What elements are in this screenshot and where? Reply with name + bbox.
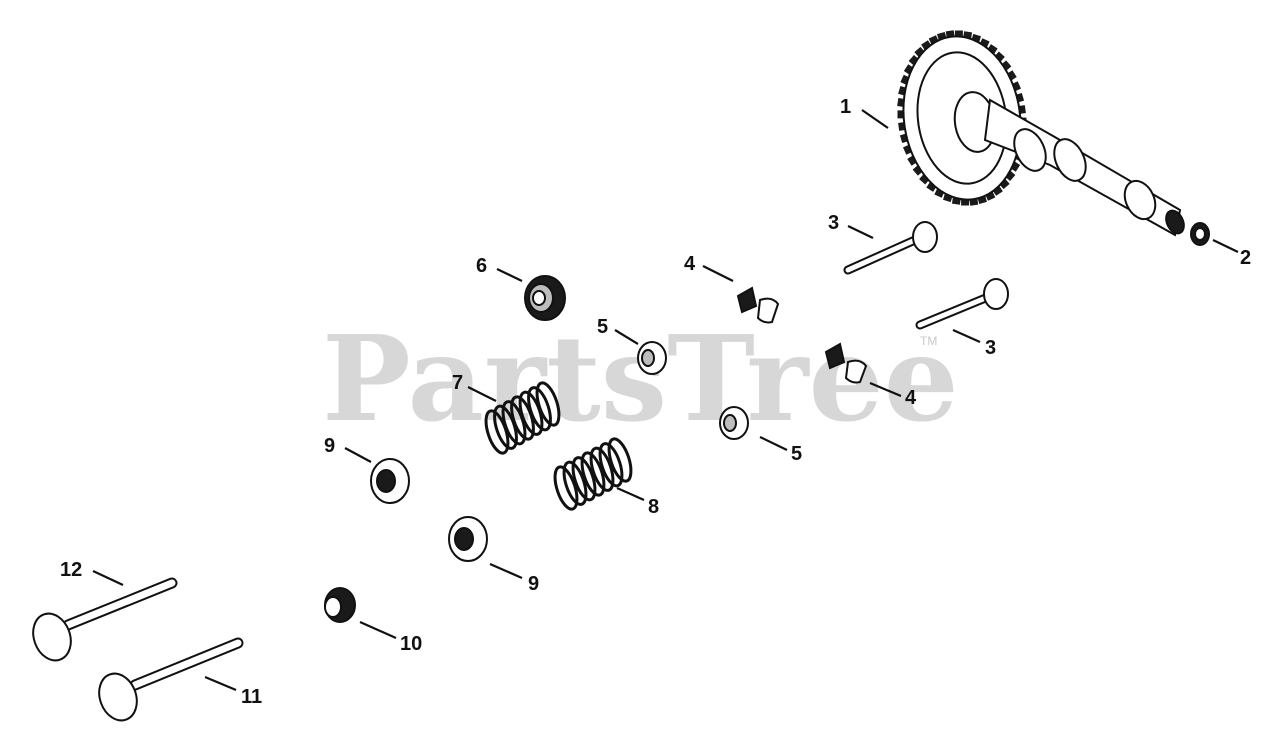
tappet-head (983, 278, 1009, 310)
spring-coil (535, 381, 561, 427)
spring-part-8 (553, 437, 633, 511)
valve-stem (131, 639, 242, 689)
spring-coil (607, 437, 633, 483)
leader-2 (1212, 239, 1239, 253)
tappet-stem (845, 237, 918, 273)
spring-coil (598, 442, 624, 488)
cam-lobe-3 (1123, 179, 1157, 221)
callout-10: 10 (400, 633, 422, 655)
watermark-text: PartsTree (322, 309, 959, 448)
spring-coil (589, 446, 615, 492)
callout-6: 6 (476, 255, 487, 277)
callout-9b: 9 (528, 573, 539, 595)
callout-5b: 5 (791, 443, 802, 465)
leader-8 (616, 486, 645, 502)
camshaft-gear-part (897, 30, 1185, 237)
callout-4a: 4 (684, 253, 696, 275)
seal-hole (532, 290, 546, 306)
leader-12 (92, 570, 124, 586)
washer-inner (376, 469, 396, 493)
cap-inner (324, 596, 342, 618)
keeper-part-4a (736, 286, 780, 324)
valve-part-12 (32, 577, 178, 662)
spring-coils (553, 437, 633, 511)
spring-coil (571, 456, 597, 502)
washer-part-2 (1190, 222, 1210, 246)
tappet-head (912, 221, 938, 253)
seal-part-6 (524, 275, 566, 321)
watermark-trademark: TM (920, 334, 937, 348)
leader-4b (869, 381, 902, 398)
retainer-center (723, 414, 737, 432)
tappet-part-3b (915, 278, 1009, 330)
cam-lobe-1 (1013, 128, 1047, 172)
spring-coil (527, 386, 552, 432)
callout-5a: 5 (597, 316, 608, 338)
keeper-half-right (844, 359, 868, 384)
keeper-half-left (824, 342, 846, 370)
keeper-half-right (756, 297, 780, 324)
callout-7: 7 (452, 372, 463, 394)
spring-coil (553, 465, 579, 511)
valve-head (98, 672, 138, 722)
washer-part-9b (448, 516, 488, 562)
leader-4a (702, 265, 734, 282)
leader-9a (344, 447, 372, 463)
leader-5a (614, 329, 639, 345)
callout-4b: 4 (905, 387, 917, 409)
callout-3a: 3 (828, 212, 839, 234)
keeper-half-left (736, 286, 758, 314)
callout-labels: 1 2 3 3 4 4 5 5 6 7 8 9 9 10 11 12 (60, 96, 1251, 708)
callout-1: 1 (840, 96, 851, 118)
retainer-part-5a (637, 341, 667, 375)
leader-3b (952, 328, 981, 344)
valve-part-11 (98, 637, 244, 722)
washer-inner (454, 527, 474, 551)
spring-coils (484, 381, 561, 455)
leader-5b (759, 436, 788, 451)
washer-hole (1194, 227, 1206, 241)
leader-6 (496, 268, 523, 282)
camshaft-end (1165, 209, 1185, 235)
valve-stem (64, 579, 176, 629)
cap-part-10 (324, 587, 356, 623)
spring-part-7 (484, 381, 561, 455)
spring-coil (562, 460, 588, 506)
tappet-part-3a (843, 221, 938, 275)
callout-3b: 3 (985, 337, 996, 359)
leader-lines (92, 109, 1239, 692)
spring-coil (580, 451, 606, 497)
callout-12: 12 (60, 559, 82, 581)
leader-10 (359, 620, 397, 640)
leader-11 (204, 675, 237, 692)
valve-head (32, 612, 72, 662)
retainer-part-5b (719, 406, 749, 440)
keeper-part-4b (824, 342, 868, 384)
leader-7 (467, 386, 497, 402)
callout-8: 8 (648, 496, 659, 518)
callout-11: 11 (241, 686, 262, 708)
tappet-stem (917, 294, 991, 328)
cam-lobe-2 (1053, 138, 1087, 182)
leader-9b (489, 562, 523, 580)
retainer-center (641, 349, 655, 367)
leader-1 (861, 109, 889, 129)
leader-3a (847, 225, 874, 239)
callout-9a: 9 (324, 435, 335, 457)
watermark: PartsTree TM (322, 309, 959, 448)
callout-2: 2 (1240, 247, 1251, 269)
washer-part-9a (370, 458, 410, 504)
